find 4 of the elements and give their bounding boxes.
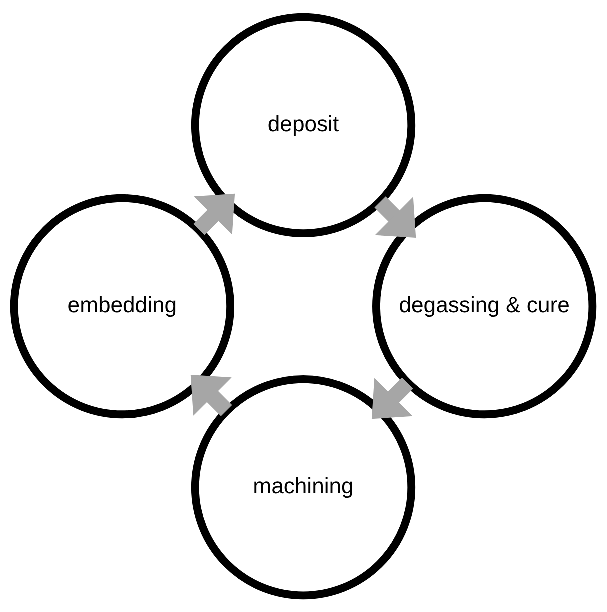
arrow	[194, 193, 236, 235]
arrow	[374, 196, 416, 238]
arrow	[372, 377, 414, 419]
arrow	[190, 374, 232, 416]
